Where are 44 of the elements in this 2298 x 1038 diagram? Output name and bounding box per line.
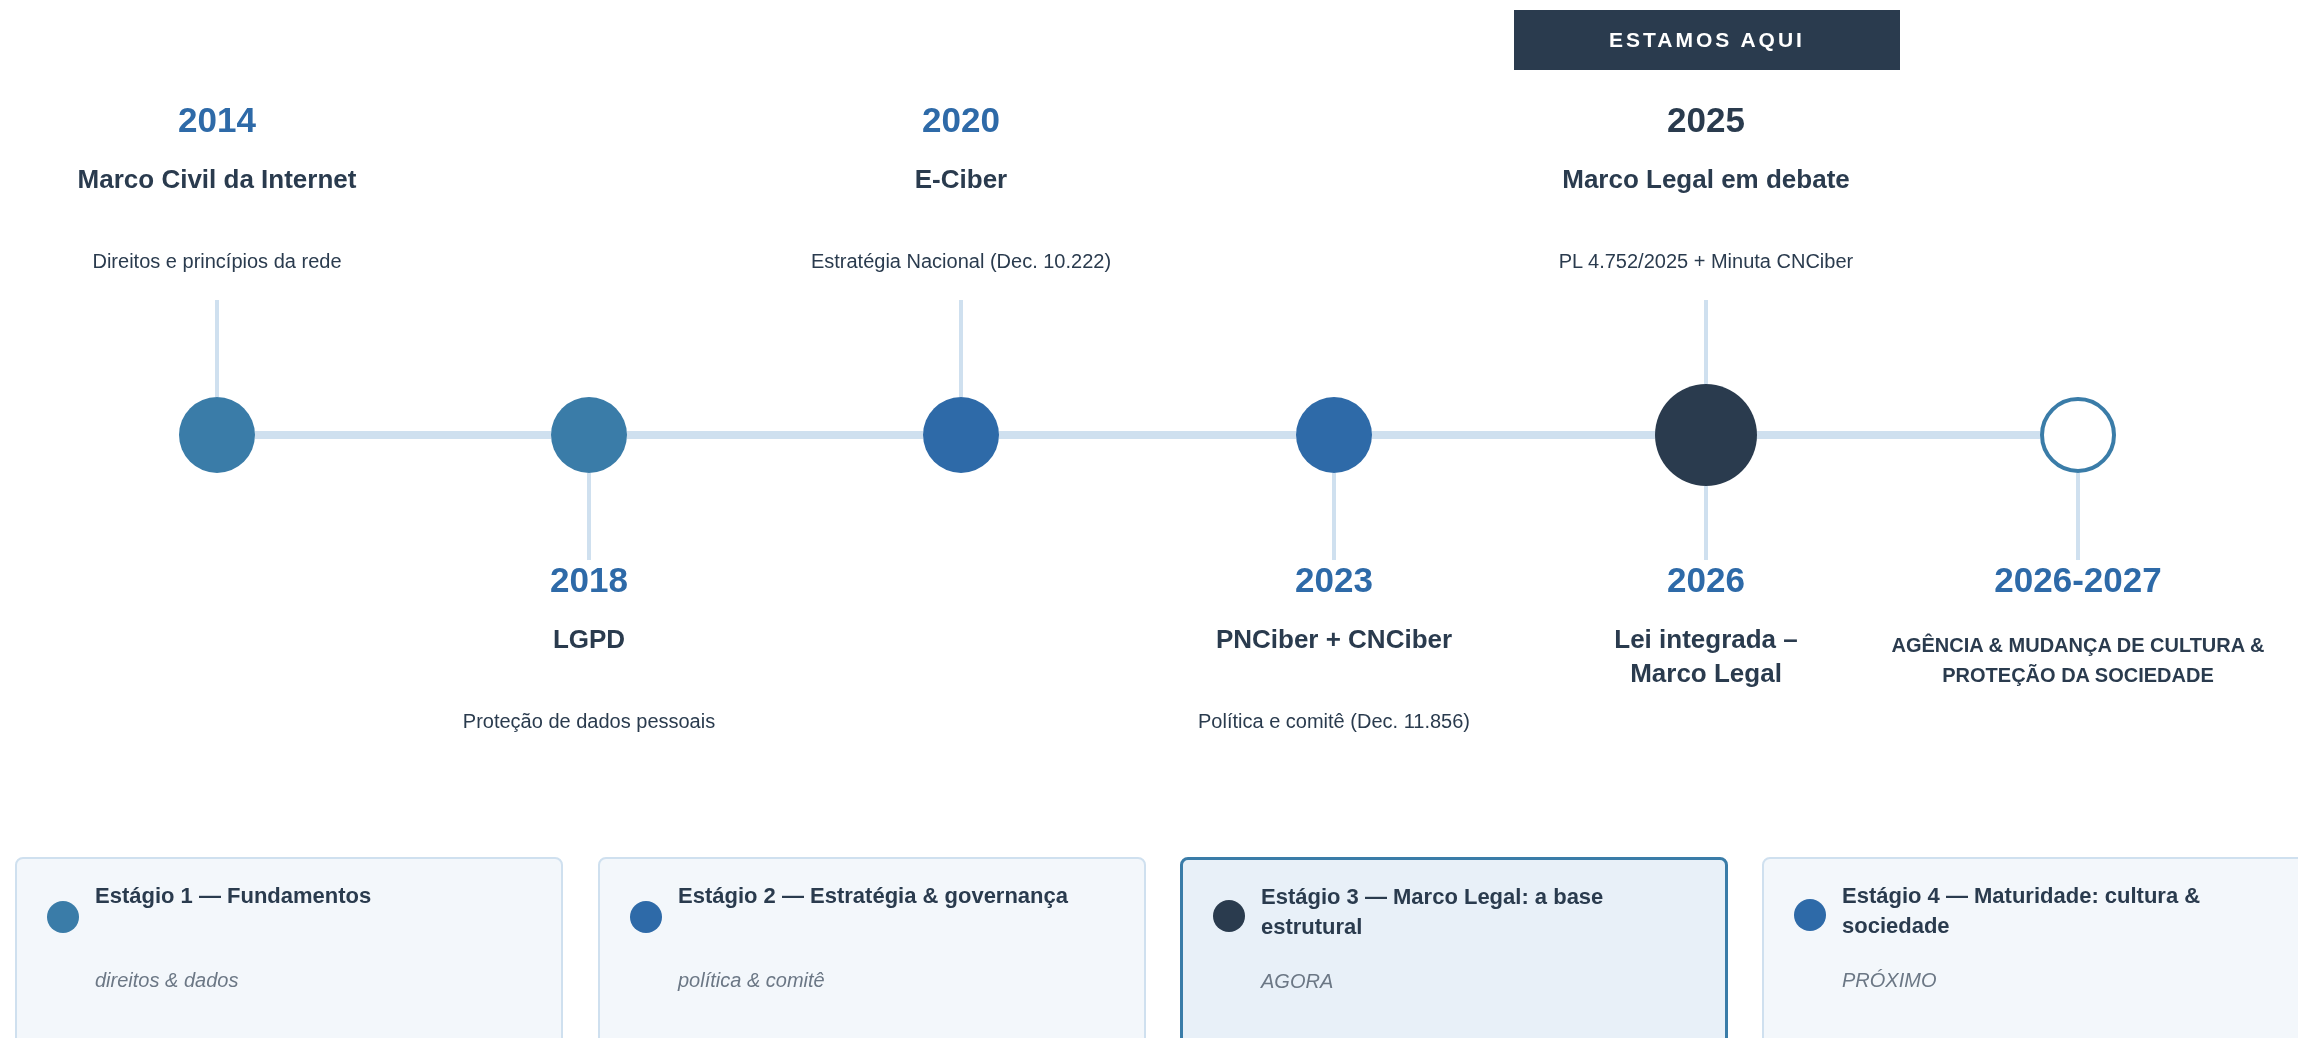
milestone-description: Proteção de dados pessoais bbox=[461, 710, 717, 733]
milestone-description: Política e comitê (Dec. 11.856) bbox=[1197, 710, 1471, 733]
stage-title: Estágio 2 — Estratégia & governança bbox=[678, 882, 1070, 910]
stage-card bbox=[1762, 857, 2298, 1038]
milestone-title: Marco Civil da Internet bbox=[76, 163, 358, 196]
milestone-title: PNCiber + CNCiber bbox=[1214, 623, 1454, 656]
year-label: 2026 bbox=[1666, 560, 1746, 600]
milestone-description: Direitos e princípios da rede bbox=[91, 250, 343, 273]
milestone-title: E-Ciber bbox=[913, 163, 1009, 196]
leader-line bbox=[215, 300, 219, 397]
stage-subtitle: PRÓXIMO bbox=[1842, 969, 1937, 992]
year-label: 2020 bbox=[921, 100, 1001, 140]
year-label: 2026-2027 bbox=[1993, 560, 2163, 600]
stage-title: Estágio 4 — Maturidade: cultura & sociedade bbox=[1842, 882, 2202, 940]
leader-line bbox=[959, 300, 963, 397]
timeline-line bbox=[1757, 431, 2040, 439]
year-label: 2023 bbox=[1294, 560, 1374, 600]
milestone-title: Marco Legal em debate bbox=[1561, 163, 1851, 196]
year-label: 2018 bbox=[549, 560, 629, 600]
milestone-description: Estratégia Nacional (Dec. 10.222) bbox=[809, 250, 1113, 273]
stage-subtitle: política & comitê bbox=[678, 969, 825, 992]
stage-subtitle: direitos & dados bbox=[95, 969, 239, 992]
timeline-line bbox=[1372, 431, 1655, 439]
leader-line bbox=[1704, 300, 1708, 384]
stage-subtitle: AGORA bbox=[1261, 970, 1334, 993]
leader-line bbox=[1332, 473, 1336, 560]
milestone-title: Lei integrada – Marco Legal bbox=[1613, 623, 1799, 690]
milestone-title: AGÊNCIA & MUDANÇA DE CULTURA & PROTEÇÃO DA SOCIEDADE bbox=[1890, 632, 2266, 688]
year-label: 2025 bbox=[1666, 100, 1746, 140]
timeline-line bbox=[999, 431, 1296, 439]
year-label: 2014 bbox=[177, 100, 257, 140]
stage-card bbox=[15, 857, 563, 1038]
status-banner: ESTAMOS AQUI bbox=[1514, 10, 1900, 70]
timeline-line bbox=[627, 431, 923, 439]
stage-card bbox=[598, 857, 1146, 1038]
milestone-title: LGPD bbox=[551, 623, 627, 656]
leader-line bbox=[1704, 486, 1708, 560]
milestone-description: PL 4.752/2025 + Minuta CNCiber bbox=[1557, 250, 1855, 273]
stage-title: Estágio 3 — Marco Legal: a base estrutural bbox=[1261, 883, 1605, 941]
stage-card bbox=[1180, 857, 1728, 1038]
leader-line bbox=[587, 473, 591, 560]
leader-line bbox=[2076, 473, 2080, 560]
timeline-line bbox=[255, 431, 551, 439]
stage-title: Estágio 1 — Fundamentos bbox=[95, 882, 373, 910]
